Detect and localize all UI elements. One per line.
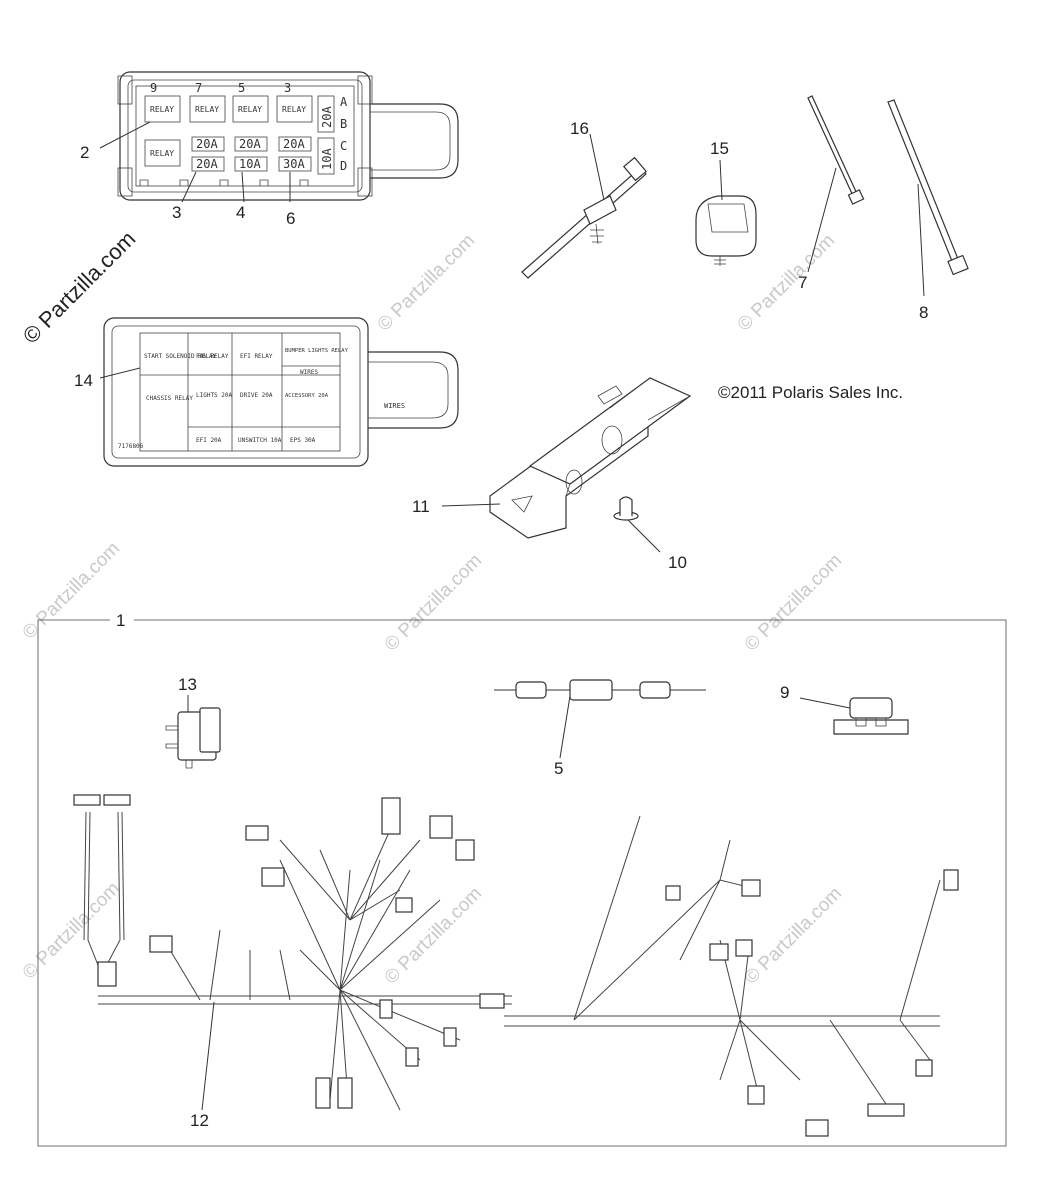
wiring-harness-left bbox=[73, 794, 512, 1111]
fuse-rating: 20A bbox=[283, 137, 305, 151]
relay-label: RELAY bbox=[282, 105, 306, 114]
fuse-rating: 20A bbox=[239, 137, 261, 151]
slot-number: 5 bbox=[238, 81, 245, 95]
callout-12: 12 bbox=[190, 1111, 209, 1130]
copyright-notice: ©2011 Polaris Sales Inc. bbox=[718, 383, 903, 402]
callout-11: 11 bbox=[412, 497, 430, 516]
fuse-rating: 20A bbox=[196, 157, 218, 171]
side-fuse-rating: 10A bbox=[320, 148, 334, 170]
mounting-bracket bbox=[489, 377, 692, 539]
lid-cell: CHASSIS RELAY bbox=[146, 395, 193, 402]
callout-3: 3 bbox=[172, 203, 181, 222]
lid-cell: BUMPER LIGHTS RELAY bbox=[285, 348, 349, 354]
callout-10: 10 bbox=[668, 553, 687, 572]
side-letter: A bbox=[340, 95, 348, 109]
callout-9: 9 bbox=[780, 683, 789, 702]
lid-cell: FAN RELAY bbox=[196, 353, 229, 360]
lid-part-number: 7176806 bbox=[118, 443, 144, 450]
cable-tie-large bbox=[887, 99, 969, 276]
callout-numbers: 1 2 3 4 5 6 7 8 9 10 11 12 13 14 15 16 bbox=[74, 119, 928, 1130]
slot-number: 7 bbox=[195, 81, 202, 95]
lid-wires-label: WIRES bbox=[300, 369, 318, 376]
side-fuse-rating: 20A bbox=[320, 106, 334, 128]
side-letter: D bbox=[340, 159, 347, 173]
leader-lines bbox=[99, 121, 925, 1111]
relay-part bbox=[165, 707, 221, 769]
callout-13: 13 bbox=[178, 675, 197, 694]
slot-number: 9 bbox=[150, 81, 157, 95]
relay-label: RELAY bbox=[150, 105, 174, 114]
relay-label: RELAY bbox=[195, 105, 219, 114]
kit-frame bbox=[37, 619, 1007, 1147]
fuse-box-top: 9 7 5 3 RELAY RELAY RELAY RELAY RELAY 20… bbox=[117, 71, 459, 201]
wire-clip bbox=[695, 195, 757, 266]
side-letter: B bbox=[340, 117, 347, 131]
callout-4: 4 bbox=[236, 203, 245, 222]
cable-tie-small bbox=[807, 95, 865, 205]
side-letter: C bbox=[340, 139, 347, 153]
fusible-link bbox=[494, 679, 706, 701]
lid-cell: EFI RELAY bbox=[240, 353, 273, 360]
watermark-text: © Partzilla.com bbox=[374, 230, 479, 335]
callout-16: 16 bbox=[570, 119, 589, 138]
watermark-text: © Partzilla.com bbox=[741, 550, 846, 655]
lid-cell: DRIVE 20A bbox=[240, 392, 273, 399]
lid-wires-label: WIRES bbox=[384, 402, 405, 410]
callout-1: 1 bbox=[116, 611, 125, 630]
push-rivet bbox=[613, 496, 639, 521]
callout-8: 8 bbox=[919, 303, 928, 322]
slot-number: 3 bbox=[284, 81, 291, 95]
callout-7: 7 bbox=[798, 273, 807, 292]
lid-cell: START SOLENOID RELAY bbox=[144, 353, 217, 360]
circuit-breaker bbox=[833, 697, 909, 735]
lid-cell: ACCESSORY 20A bbox=[285, 393, 329, 399]
callout-6: 6 bbox=[286, 209, 295, 228]
callout-14: 14 bbox=[74, 371, 93, 390]
fuse-box-lid: START SOLENOID RELAY FAN RELAY EFI RELAY… bbox=[103, 317, 459, 467]
relay-label: RELAY bbox=[150, 149, 174, 158]
fuse-rating: 10A bbox=[239, 157, 261, 171]
lid-cell: EFI 20A bbox=[196, 437, 222, 444]
watermark-text: © Partzilla.com bbox=[381, 550, 486, 655]
fuse-rating: 20A bbox=[196, 137, 218, 151]
watermark-text: © Partzilla.com bbox=[741, 883, 846, 988]
callout-5: 5 bbox=[554, 759, 563, 778]
lid-cell: LIGHTS 20A bbox=[196, 392, 233, 399]
callout-2: 2 bbox=[80, 143, 89, 162]
relay-label: RELAY bbox=[238, 105, 262, 114]
wiring-harness-right bbox=[504, 815, 959, 1137]
watermark-text: © Partzilla.com bbox=[19, 538, 124, 643]
cable-tie-clip bbox=[521, 156, 647, 279]
fuse-rating: 30A bbox=[283, 157, 305, 171]
lid-cell: UNSWITCH 10A bbox=[238, 437, 282, 444]
callout-15: 15 bbox=[710, 139, 729, 158]
lid-cell: EPS 30A bbox=[290, 437, 316, 444]
